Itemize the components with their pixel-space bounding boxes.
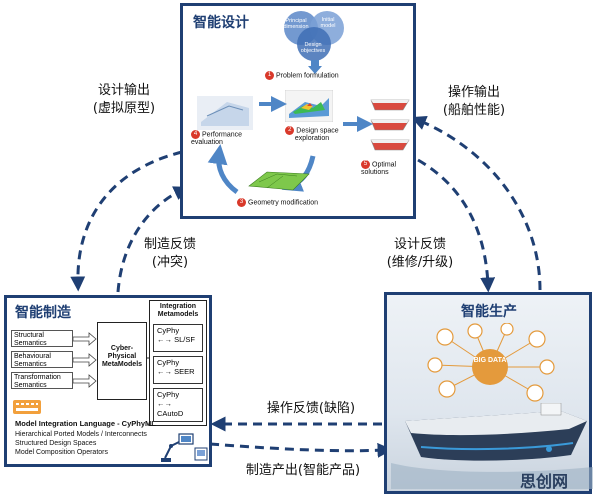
- big-data-label: BIG DATA: [473, 357, 507, 365]
- design-panel: 智能设计 Principal dimension Initial model D…: [180, 3, 416, 219]
- operation-feedback-label: 操作反馈(缺陷): [236, 400, 386, 418]
- factory-icons: [157, 428, 211, 466]
- manufacture-feedback-label: 制造反馈 (冲突): [130, 236, 210, 271]
- device-icon: [13, 398, 43, 416]
- cyphy-cautod: CyPhy ←→ CAutoD: [153, 388, 203, 422]
- manufacture-panel-title: 智能制造: [15, 302, 71, 322]
- design-feedback-label: 设计反馈 (维修/升级): [370, 236, 470, 271]
- production-panel: 智能生产 BIG DATA: [384, 292, 592, 494]
- operation-output-label: 操作输出 (船舶性能): [432, 84, 516, 119]
- language-item-2: Structured Design Spaces: [15, 440, 96, 448]
- optimal-hulls: [369, 94, 413, 156]
- cyphy-slsf: CyPhy ←→ SL/SF: [153, 324, 203, 352]
- language-item-3: Model Composition Operators: [15, 449, 108, 457]
- transformation-semantics: Transformation Semantics: [11, 372, 73, 389]
- language-item-1: Hierarchical Ported Models / Interconnec…: [15, 431, 147, 439]
- production-panel-title: 智能生产: [461, 301, 517, 321]
- step-3-dot: 3: [237, 198, 246, 207]
- manufacture-output-label: 制造产出(智能产品): [218, 462, 388, 480]
- cyphy-seer: CyPhy ←→ SEER: [153, 356, 203, 384]
- watermark: 思创网: [520, 468, 568, 492]
- design-output-label: 设计输出 (虚拟原型): [84, 82, 164, 117]
- behavioural-semantics: Behavioural Semantics: [11, 351, 73, 368]
- step-5-dot: 5: [361, 160, 370, 169]
- manufacture-output-arrow: [210, 444, 385, 451]
- metamodels-box: Cyber-Physical MetaModels: [97, 322, 147, 400]
- manufacture-panel: 智能制造 Structural Semantics Behavioural Se…: [4, 295, 212, 467]
- geometry-mesh: [247, 168, 311, 194]
- semantics-arrows: [73, 328, 97, 392]
- language-title: Model Integration Language - CyPhyML: [15, 420, 156, 429]
- structural-semantics: Structural Semantics: [11, 330, 73, 347]
